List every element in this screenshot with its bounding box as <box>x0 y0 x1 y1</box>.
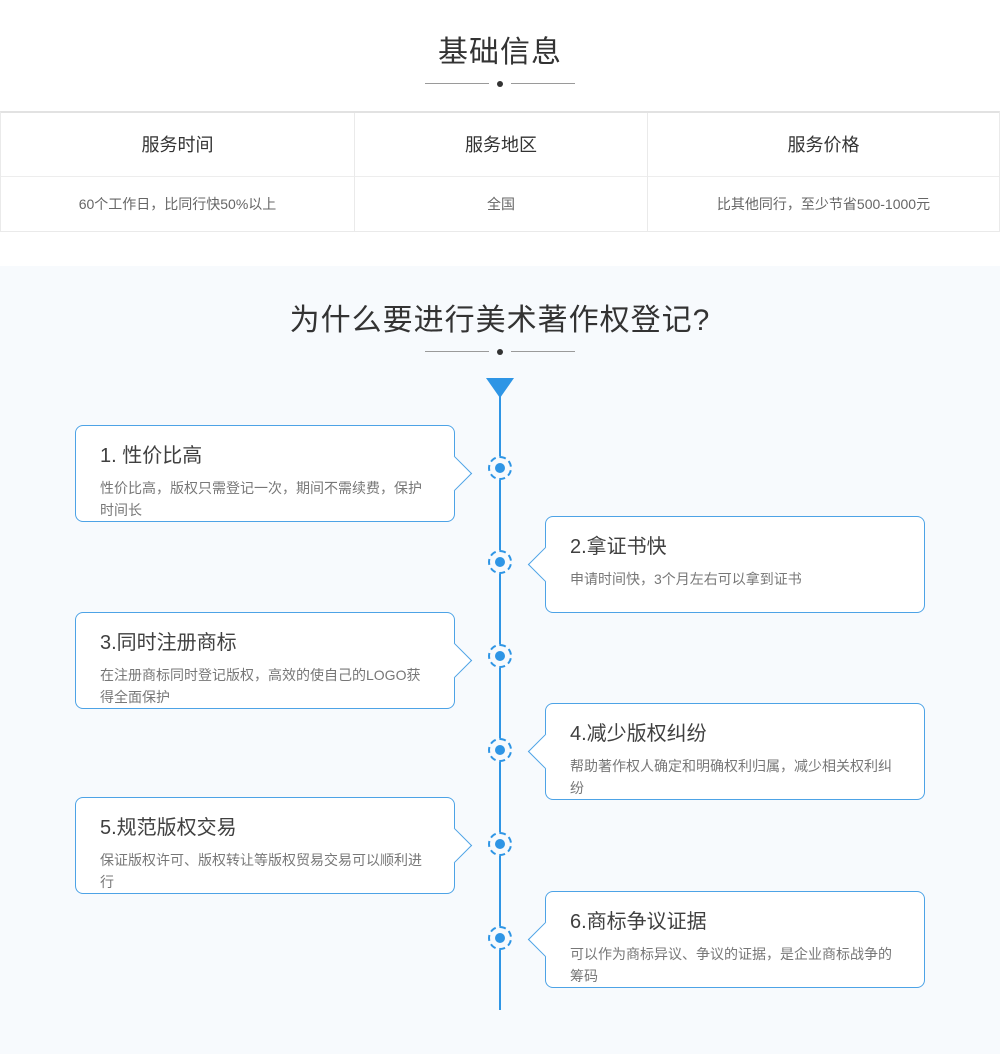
down-triangle-icon <box>486 378 514 398</box>
card-title: 3.同时注册商标 <box>100 632 237 654</box>
card-title: 5.规范版权交易 <box>100 817 237 839</box>
column-header: 服务时间 <box>1 113 354 177</box>
timeline-card-1: 1. 性价比高 性价比高，版权只需登记一次，期间不需续费，保护时间长 <box>75 425 473 522</box>
timeline-node-icon <box>488 926 512 950</box>
timeline-card-5: 5.规范版权交易 保证版权许可、版权转让等版权贸易交易可以顺利进行 <box>75 797 473 894</box>
basic-info-title: 基础信息 <box>438 36 562 69</box>
card-description: 保证版权许可、版权转让等版权贸易交易可以顺利进行 <box>100 852 422 890</box>
column-value: 全国 <box>487 196 515 212</box>
card-description: 申请时间快，3个月左右可以拿到证书 <box>570 571 802 587</box>
info-column-service-area: 服务地区 全国 <box>354 113 648 231</box>
divider-line-left <box>425 351 489 352</box>
section-basic-info: 基础信息 服务时间 60个工作日，比同行快50%以上 服务地区 全国 服务价格 … <box>0 0 1000 266</box>
divider-dot-icon <box>497 348 503 355</box>
card-description: 性价比高，版权只需登记一次，期间不需续费，保护时间长 <box>100 480 422 518</box>
card-title: 4.减少版权纠纷 <box>570 723 707 745</box>
card-title: 2.拿证书快 <box>570 536 667 558</box>
timeline-card-4: 4.减少版权纠纷 帮助著作权人确定和明确权利归属，减少相关权利纠纷 <box>527 703 925 800</box>
card-pointer-icon <box>436 827 473 863</box>
column-value: 60个工作日，比同行快50%以上 <box>78 196 277 212</box>
timeline-card-2: 2.拿证书快 申请时间快，3个月左右可以拿到证书 <box>527 516 925 613</box>
card-pointer-icon <box>436 642 473 678</box>
card-pointer-icon <box>527 921 564 957</box>
card-title: 1. 性价比高 <box>100 445 203 467</box>
card-pointer-icon <box>527 733 564 769</box>
divider-line-right <box>511 351 575 352</box>
timeline-node-icon <box>488 550 512 574</box>
timeline-node-icon <box>488 832 512 856</box>
card-pointer-icon <box>436 455 473 491</box>
why-section-title: 为什么要进行美术著作权登记? <box>289 304 711 337</box>
timeline-line <box>499 396 501 1010</box>
title-divider <box>0 80 1000 87</box>
info-column-service-time: 服务时间 60个工作日，比同行快50%以上 <box>1 113 354 231</box>
divider-dot-icon <box>497 80 503 87</box>
card-pointer-icon <box>527 546 564 582</box>
column-header: 服务价格 <box>648 113 999 177</box>
divider-line-right <box>511 83 575 84</box>
column-value: 比其他同行，至少节省500-1000元 <box>716 196 931 212</box>
card-title: 6.商标争议证据 <box>570 911 707 933</box>
timeline-node-icon <box>488 644 512 668</box>
column-header: 服务地区 <box>355 113 647 177</box>
card-description: 可以作为商标异议、争议的证据，是企业商标战争的筹码 <box>570 946 892 984</box>
info-column-service-price: 服务价格 比其他同行，至少节省500-1000元 <box>648 113 999 231</box>
timeline-card-3: 3.同时注册商标 在注册商标同时登记版权，高效的使自己的LOGO获得全面保护 <box>75 612 473 709</box>
divider-line-left <box>425 83 489 84</box>
card-description: 帮助著作权人确定和明确权利归属，减少相关权利纠纷 <box>570 758 892 796</box>
timeline-card-6: 6.商标争议证据 可以作为商标异议、争议的证据，是企业商标战争的筹码 <box>527 891 925 988</box>
basic-info-table: 服务时间 60个工作日，比同行快50%以上 服务地区 全国 服务价格 比其他同行… <box>0 111 1000 232</box>
title-divider <box>0 348 1000 355</box>
section-why-register: 为什么要进行美术著作权登记? 1. 性价比高 性价比高，版权只需登记一次，期间不… <box>0 266 1000 1054</box>
timeline-node-icon <box>488 738 512 762</box>
card-description: 在注册商标同时登记版权，高效的使自己的LOGO获得全面保护 <box>100 667 421 705</box>
timeline-node-icon <box>488 456 512 480</box>
